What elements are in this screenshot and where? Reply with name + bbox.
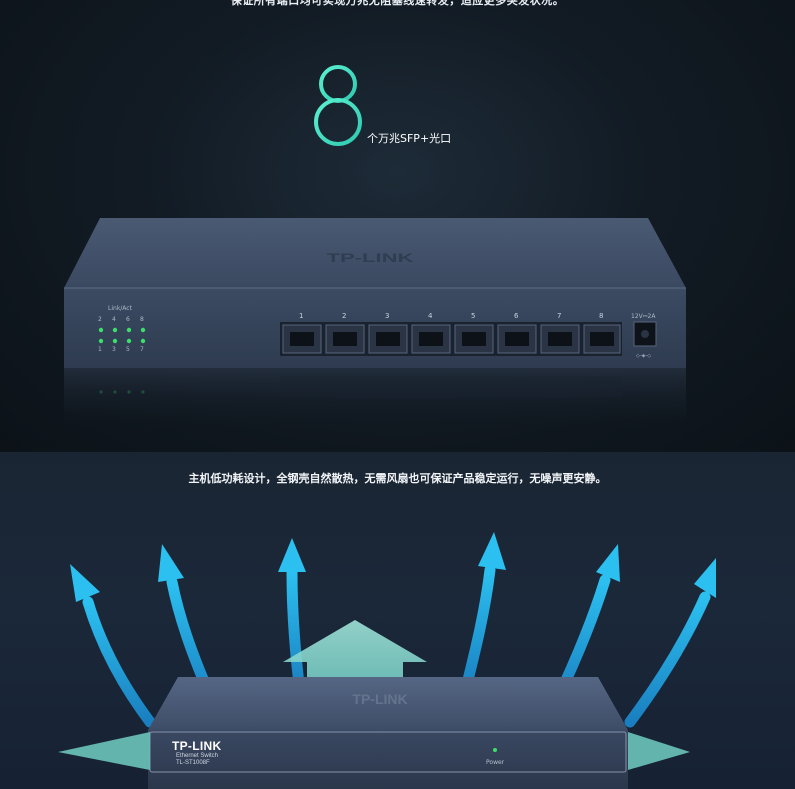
ports-feature-section: 保证所有端口均可实现万兆无阻塞线速转发，适应更多突发状况。 个万兆SFP+光口 [0,0,795,452]
led-grid [98,327,146,394]
switch-front-illustration: TP-LINK [64,218,686,428]
led-num-3: 3 [112,346,116,353]
power-spec: 12V⎓2A [631,313,656,320]
led-label: Link/Act [108,305,132,312]
airflow-arrowheads [70,532,716,602]
left-side-arrow [58,732,150,770]
right-side-arrow [628,732,690,770]
brand-logo: TP-LINK [172,739,222,753]
svg-text:◇-◈-◇: ◇-◈-◇ [636,353,651,359]
port-label-8: 8 [599,312,604,320]
port-label-3: 3 [385,312,390,320]
heat-dissipation-illustration: TP-LINK [58,532,716,789]
led-num-8: 8 [140,316,144,323]
cooling-feature-section: 主机低功耗设计，全钢壳自然散热，无需风扇也可保证产品稳定运行，无噪声更安静。 [0,452,795,789]
port-label-1: 1 [299,312,304,320]
power-led [493,748,497,752]
led-num-5: 5 [126,346,130,353]
led-num-7: 7 [140,346,144,353]
ports-feature-caption: 保证所有端口均可实现万兆无阻塞线速转发，适应更多突发状况。 [230,0,565,7]
led-num-1: 1 [98,346,102,353]
port-label-5: 5 [471,312,476,320]
port-count-number [314,65,362,146]
port-label-2: 2 [342,312,347,320]
engraved-top-logo: TP-LINK [327,251,414,265]
port-label-4: 4 [428,312,433,320]
port-count-label: 个万兆SFP+光口 [367,132,452,145]
led-num-2: 2 [98,316,102,323]
cooling-feature-caption: 主机低功耗设计，全钢壳自然散热，无需风扇也可保证产品稳定运行，无噪声更安静。 [188,472,607,485]
brand-sub-model: TL-ST1008F [176,760,210,766]
led-num-4: 4 [112,316,116,323]
svg-text:TP-LINK: TP-LINK [352,691,407,707]
center-up-arrow [283,620,427,692]
power-label: Power [486,759,505,766]
port-label-6: 6 [514,312,519,320]
sfp-ports [282,324,621,354]
led-num-6: 6 [126,316,130,323]
port-label-7: 7 [557,312,562,320]
brand-sub-type: Ethernet Switch [176,753,219,759]
